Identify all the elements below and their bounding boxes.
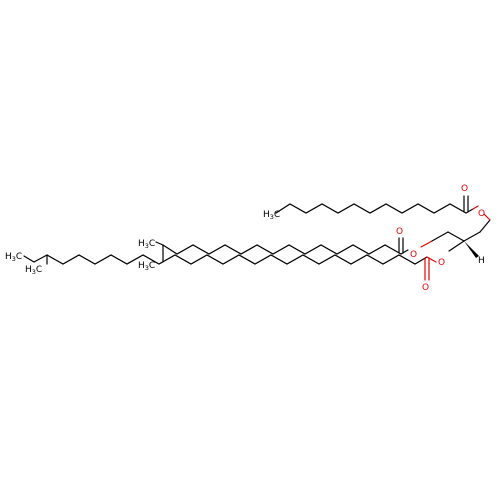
o-bottom-ester-single-label: O	[438, 258, 445, 268]
top-chain-end-h: H	[263, 210, 270, 220]
chiral-down-bond	[448, 240, 465, 252]
middle-branch-upper-bond	[155, 241, 164, 246]
bottom-methyl-sub: 3	[32, 268, 36, 276]
middle-ch2-to-chiral-bond	[431, 231, 449, 242]
top-chain-end-c: C	[274, 210, 280, 220]
top-acyl-chain	[275, 195, 479, 214]
bottom-ethyl-bond-a	[23, 255, 35, 263]
bottom-chain-end-label: H3C	[5, 252, 22, 263]
bottom-methyl-h: H	[25, 265, 32, 275]
o-bottom-ester-double-label: O	[422, 283, 429, 293]
middle-carbonyl-to-o-bond	[400, 249, 409, 255]
chiral-left-bond	[447, 231, 465, 242]
top-ch2-up-bond	[479, 219, 491, 233]
o-middle-ester-double-label: O	[396, 227, 403, 237]
stereo-h-label: H	[478, 256, 485, 266]
top-chain-bonds	[275, 203, 467, 214]
o-middle-ester-single-label: O	[410, 250, 417, 260]
svg-text:H3C: H3C	[263, 210, 280, 221]
bottom-chain-end-sub: 3	[12, 255, 16, 263]
middle-chain-bonds	[162, 244, 402, 255]
bottom-chain-end-h: H	[5, 252, 12, 262]
top-chain-end-sub: 3	[270, 213, 274, 221]
middle-methyl-upper-c: C	[149, 239, 155, 249]
svg-text:H3C: H3C	[25, 265, 42, 276]
top-ester-o-ch2-bond	[483, 213, 491, 221]
bottom-carbonyl-o-bond	[426, 256, 437, 263]
middle-methyl-upper-h: H	[138, 239, 145, 249]
svg-text:H3C: H3C	[5, 252, 22, 263]
middle-methyl-lower-sub: 3	[145, 264, 149, 272]
glycerol-backbone	[420, 213, 491, 258]
o-top-ester-single-label: O	[478, 209, 485, 219]
top-carbonyl-o-bond	[472, 205, 479, 210]
bottom-ethyl-bond-b	[33, 254, 48, 263]
middle-methyl-lower-h: H	[138, 261, 145, 271]
middle-acyl-chain	[155, 237, 409, 263]
bottom-acyl-chain	[23, 254, 437, 281]
chiral-to-top-ch2-bond	[463, 231, 481, 242]
bottom-branch-methyl-label: H3C	[25, 265, 42, 276]
middle-ester-o-to-ch2-bond	[420, 240, 433, 248]
bottom-chain-end-c: C	[16, 252, 22, 262]
bottom-chain-bonds	[46, 254, 428, 265]
middle-branch-methyl-upper-label: H3C	[138, 239, 155, 250]
svg-text:H3C: H3C	[138, 261, 155, 272]
svg-text:H3C: H3C	[138, 239, 155, 250]
stereo-wedge	[464, 241, 479, 258]
middle-branch-methyl-lower-label: H3C	[138, 261, 155, 272]
bottom-methyl-c: C	[36, 265, 42, 275]
middle-methyl-upper-sub: 3	[145, 242, 149, 250]
middle-methyl-lower-c: C	[149, 261, 155, 271]
top-chain-end-label: H3C	[263, 210, 280, 221]
o-top-ester-double-label: O	[461, 184, 468, 194]
top-carbonyl-to-o-bond	[465, 208, 474, 214]
